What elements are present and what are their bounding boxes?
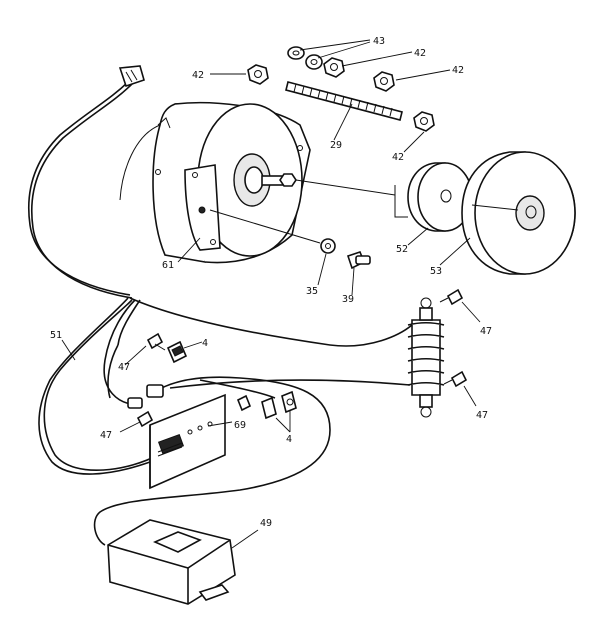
screw-47-left-lower <box>136 410 154 428</box>
motor-housing <box>119 101 311 264</box>
washer-stack-43 <box>287 46 323 70</box>
clip-4-upper <box>166 340 188 364</box>
circuit-board-69 <box>149 393 226 490</box>
screw-47-upper-right <box>439 288 464 306</box>
wheel-53 <box>461 151 576 275</box>
screw-47-lower-right <box>443 370 468 388</box>
callout-47-lower-right: 47 <box>476 410 488 421</box>
wiring-harness <box>38 297 413 546</box>
nut-42-right <box>373 71 395 92</box>
callout-47-left-upper: 47 <box>118 362 130 373</box>
callout-53: 53 <box>430 266 442 277</box>
callout-35: 35 <box>306 286 318 297</box>
control-box-49 <box>107 519 236 605</box>
box-switch <box>198 584 230 601</box>
resistor-stack <box>407 297 445 418</box>
callout-51: 51 <box>50 330 62 341</box>
terminal-parts <box>236 390 297 420</box>
callout-42-upper: 42 <box>414 48 426 59</box>
callout-43: 43 <box>373 36 385 47</box>
wheel-52 <box>407 162 473 232</box>
callout-39: 39 <box>342 294 354 305</box>
shaft-assembly <box>261 173 408 218</box>
callout-47-upper-right: 47 <box>480 326 492 337</box>
callout-4-lower: 4 <box>286 434 292 445</box>
knob-39 <box>346 251 371 270</box>
callout-29: 29 <box>330 140 342 151</box>
nut-42-lower <box>413 111 435 132</box>
nut-42-left <box>247 64 269 85</box>
callout-49: 49 <box>260 518 272 529</box>
callout-labels: 43 42 42 42 29 42 61 35 39 52 53 47 47 4… <box>50 36 492 529</box>
nut-42-upper <box>323 57 345 78</box>
shaft-nut <box>279 173 297 187</box>
threaded-rod-29 <box>285 81 403 121</box>
callout-69: 69 <box>234 420 246 431</box>
plug <box>118 65 145 88</box>
callout-42-left: 42 <box>192 70 204 81</box>
callout-4-upper: 4 <box>202 338 208 349</box>
leader-lines <box>61 39 481 549</box>
callout-42-right: 42 <box>452 65 464 76</box>
inline-connector <box>127 384 164 409</box>
power-cord <box>27 65 145 299</box>
screw-47-left-upper <box>146 332 166 351</box>
callout-47-left-lower: 47 <box>100 430 112 441</box>
callout-52: 52 <box>396 244 408 255</box>
callout-61: 61 <box>162 260 174 271</box>
washer-35 <box>320 238 336 254</box>
callout-42-lower: 42 <box>392 152 404 163</box>
